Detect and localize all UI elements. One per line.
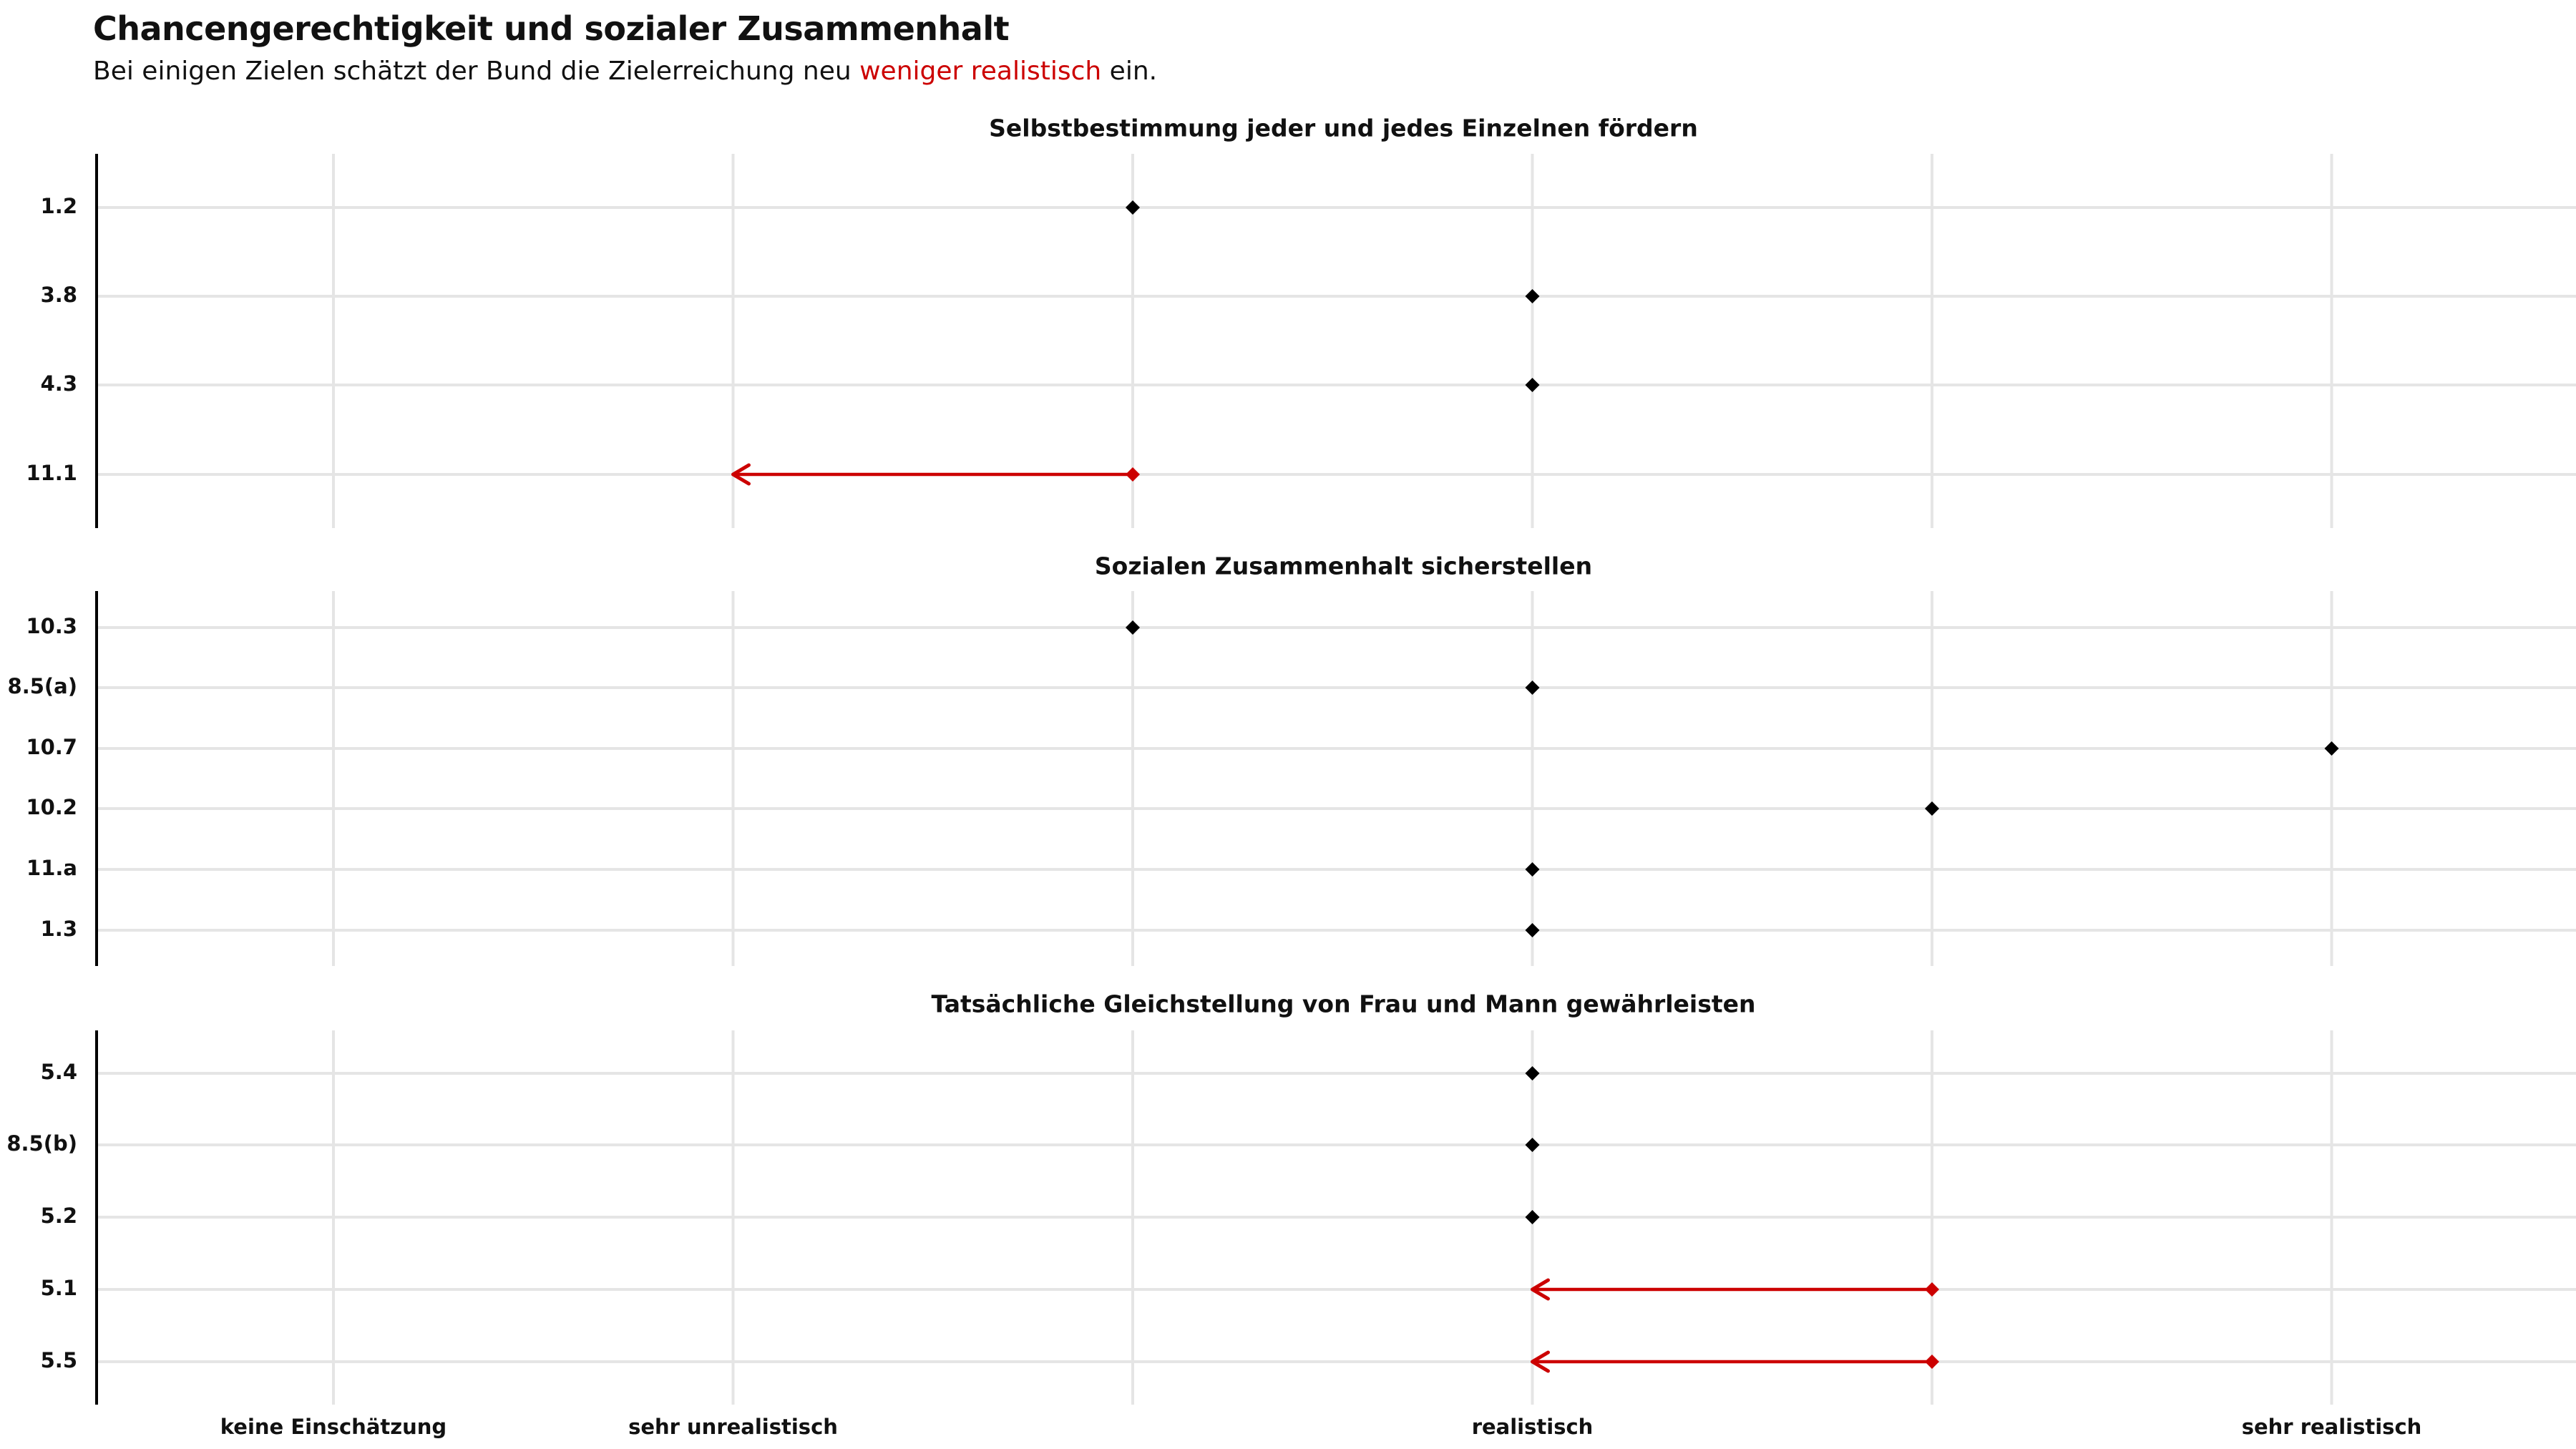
rating-point [1525,1210,1540,1224]
change-arrow-head [731,463,751,486]
panel-3: Tatsächliche Gleichstellung von Frau und… [6,990,2576,1405]
subtitle-end: ein. [1101,57,1158,86]
rating-point [1525,289,1540,303]
rating-point [1126,200,1140,215]
subtitle-highlight: weniger realistisch [859,57,1102,86]
x-tick-label: realistisch [1472,1415,1594,1439]
y-tick-label: 11.a [26,856,77,880]
y-tick-label: 10.3 [26,614,77,638]
rating-point [1925,801,1939,816]
chart-title: Chancengerechtigkeit und sozialer Zusamm… [93,9,1010,48]
y-tick-label: 10.2 [26,795,77,819]
y-tick-label: 5.4 [41,1060,77,1084]
x-tick-label: sehr unrealistisch [628,1415,838,1439]
chart-subtitle: Bei einigen Zielen schätzt der Bund die … [93,53,1157,90]
panel-title: Sozialen Zusammenhalt sicherstellen [1095,552,1592,580]
rating-point [1525,680,1540,695]
change-arrow-head [1531,1350,1550,1373]
y-tick-label: 5.5 [41,1348,77,1372]
panel-1: Selbstbestimmung jeder und jedes Einzeln… [26,114,2576,528]
chart-panels: Selbstbestimmung jeder und jedes Einzeln… [6,114,2576,1405]
rating-point [2324,741,2339,756]
rating-point [1525,923,1540,937]
panel-title: Tatsächliche Gleichstellung von Frau und… [931,990,1755,1018]
x-tick-label: keine Einschätzung [220,1415,447,1439]
y-tick-label: 8.5(a) [8,674,77,698]
previous-rating-point [1925,1282,1939,1297]
rating-point [1525,378,1540,392]
x-axis: keine Einschätzung sehr unrealistisch real… [220,1415,2421,1439]
rating-point [1525,1138,1540,1152]
y-tick-label: 8.5(b) [6,1131,77,1156]
rating-point [1525,1066,1540,1080]
previous-rating-point [1925,1355,1939,1369]
y-tick-label: 4.3 [41,371,77,396]
y-tick-label: 5.1 [41,1276,77,1300]
y-tick-label: 10.7 [26,735,77,759]
subtitle-text: Bei einigen Zielen schätzt der Bund die … [93,57,860,86]
y-tick-label: 1.3 [41,917,77,941]
y-tick-label: 3.8 [41,283,77,307]
panel-2: Sozialen Zusammenhalt sicherstellen 10.3 8… [8,552,2576,966]
previous-rating-point [1126,467,1140,482]
rating-point [1126,620,1140,635]
y-tick-label: 11.1 [26,461,77,485]
chart-header: Chancengerechtigkeit und sozialer Zusamm… [93,7,1157,90]
rating-point [1525,862,1540,877]
x-tick-label: sehr realistisch [2242,1415,2422,1439]
y-tick-label: 5.2 [41,1204,77,1228]
change-arrow-head [1531,1278,1550,1301]
y-tick-label: 1.2 [41,194,77,218]
panel-title: Selbstbestimmung jeder und jedes Einzeln… [989,114,1698,142]
